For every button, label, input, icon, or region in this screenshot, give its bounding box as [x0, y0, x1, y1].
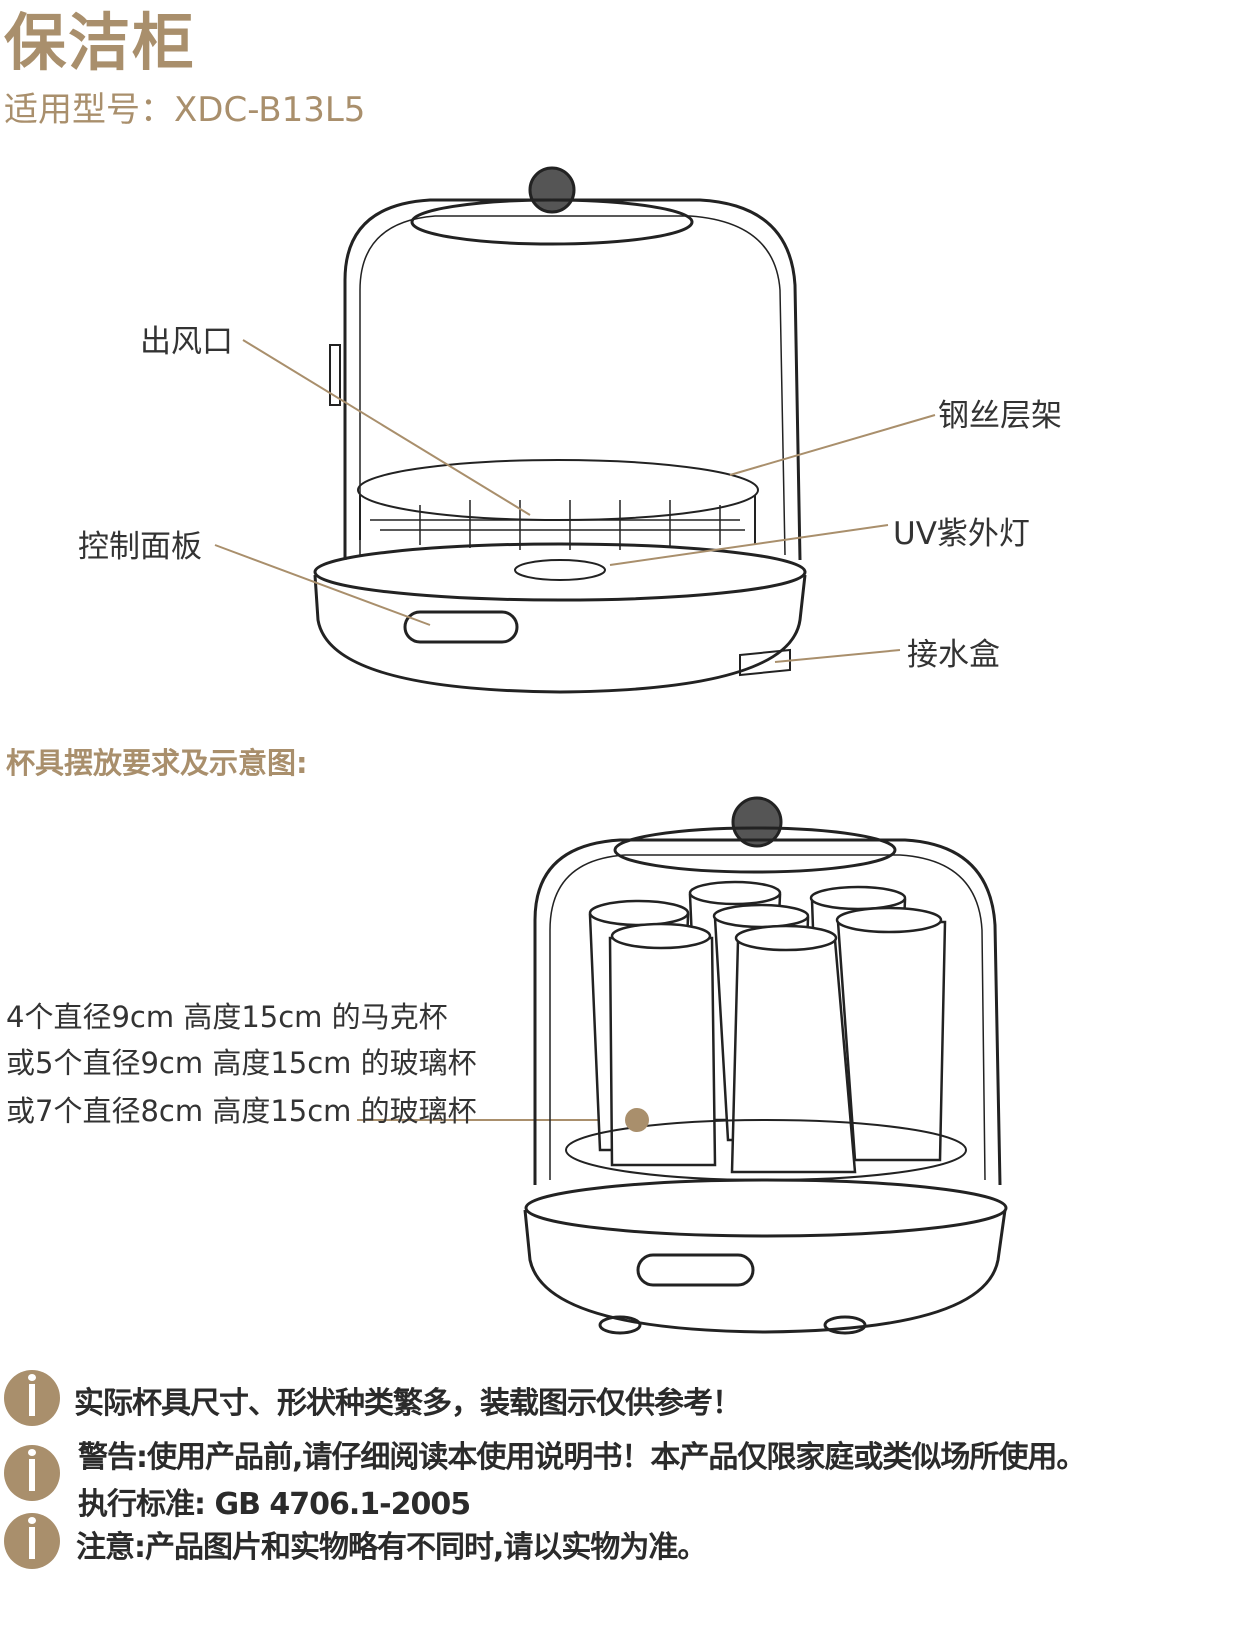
note-disclaimer: 注意:产品图片和实物略有不同时,请以实物为准。	[76, 1530, 707, 1565]
callout-line-uv-lamp	[609, 524, 889, 566]
note-standard: 执行标准: GB 4706.1-2005	[78, 1487, 471, 1522]
model-number: 适用型号：XDC-B13L5	[4, 90, 366, 130]
info-icon	[4, 1513, 60, 1569]
section-heading: 杯具摆放要求及示意图:	[6, 746, 308, 780]
capacity-line: 4个直径9cm 高度15cm 的马克杯	[6, 1000, 448, 1034]
note-warning: 警告:使用产品前,请仔细阅读本使用说明书！本产品仅限家庭或类似场所使用。	[78, 1440, 1086, 1475]
note-reference: 实际杯具尺寸、形状种类繁多，装载图示仅供参考！	[74, 1386, 742, 1421]
callout-line-drip-tray	[774, 649, 901, 663]
info-icon	[4, 1445, 60, 1501]
label-uv-lamp: UV紫外灯	[893, 516, 1030, 552]
sterilizer-illustration-1	[313, 166, 807, 694]
label-drip-tray: 接水盒	[907, 637, 1000, 673]
cups	[588, 880, 947, 1174]
capacity-line: 或7个直径8cm 高度15cm 的玻璃杯	[6, 1094, 477, 1128]
capacity-line: 或5个直径9cm 高度15cm 的玻璃杯	[6, 1046, 477, 1080]
callout-line-wire-rack	[729, 414, 936, 476]
label-wire-rack: 钢丝层架	[938, 398, 1062, 434]
info-icon	[4, 1370, 60, 1426]
callout-line-control-panel	[214, 544, 431, 626]
callout-lines	[214, 339, 936, 1121]
sterilizer-illustration-2	[523, 796, 1008, 1335]
callout-line-air-outlet	[242, 339, 531, 516]
label-control-panel: 控制面板	[78, 529, 202, 565]
label-air-outlet: 出风口	[140, 324, 233, 360]
page-title: 保洁柜	[4, 6, 197, 79]
cup-callout-dot	[625, 1108, 649, 1132]
